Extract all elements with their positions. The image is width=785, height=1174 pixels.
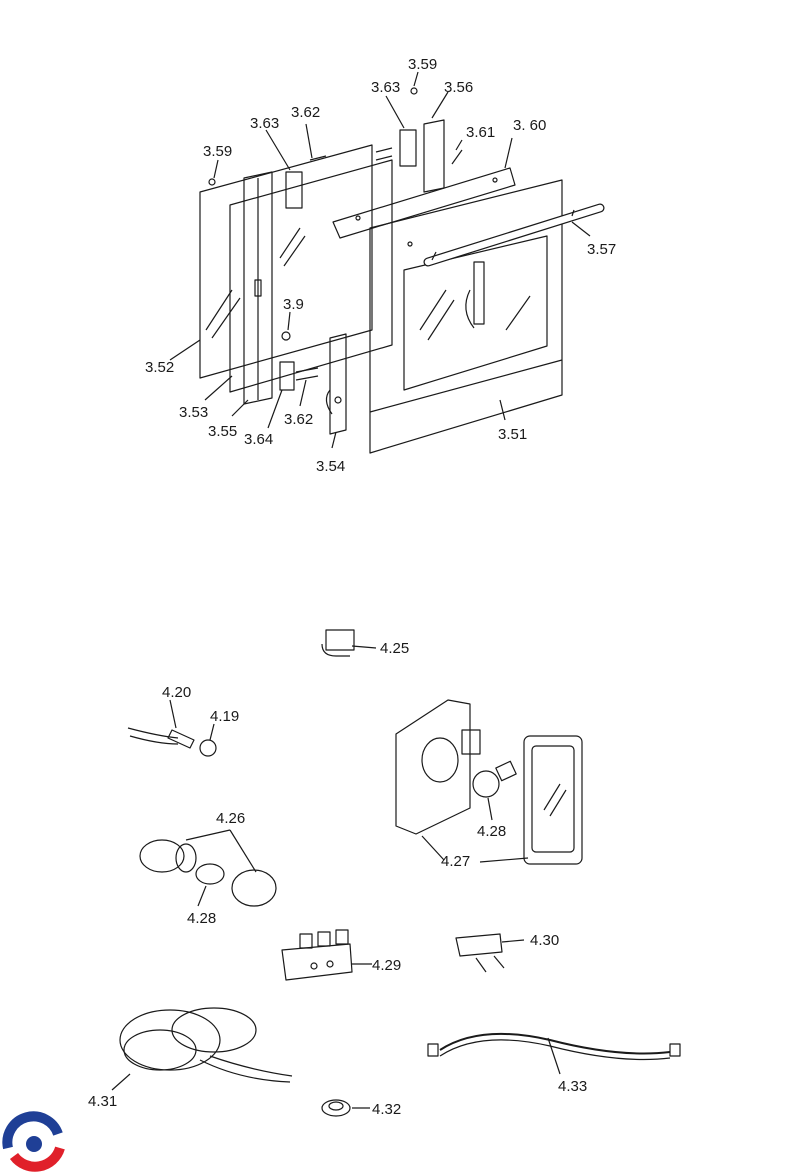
label-4-19: 4.19	[210, 708, 240, 725]
label-4-20: 4.20	[162, 684, 192, 701]
screw-3-9	[281, 331, 291, 341]
label-3-60: 3. 60	[513, 117, 547, 134]
screw-3-59-left	[208, 178, 216, 186]
part-4-26	[139, 829, 277, 907]
label-3-57: 3.57	[587, 241, 617, 258]
part-4-28-bulb	[472, 760, 517, 821]
back-glass-panel	[199, 144, 373, 379]
right-door-rail	[423, 119, 445, 193]
part-4-19	[199, 723, 217, 757]
part-4-29	[281, 929, 372, 981]
hinge-block-right	[399, 129, 417, 167]
label-3-55: 3.55	[208, 423, 238, 440]
screw-3-59-top	[410, 87, 418, 95]
door-hinge	[325, 333, 347, 435]
part-4-30	[455, 933, 525, 973]
label-3-62-top: 3.62	[291, 104, 321, 121]
label-4-31: 4.31	[88, 1093, 118, 1110]
part-4-32	[321, 1099, 370, 1117]
hinge-block-left	[285, 171, 303, 209]
label-4-27: 4.27	[441, 853, 471, 870]
label-3-59-left: 3.59	[203, 143, 233, 160]
label-3-9: 3.9	[283, 296, 304, 313]
label-3-63-left: 3.63	[250, 115, 280, 132]
label-3-59-top: 3.59	[408, 56, 438, 73]
screw-right	[375, 147, 393, 153]
part-4-31	[111, 1007, 293, 1091]
part-4-20	[127, 699, 195, 749]
label-3-61: 3.61	[466, 124, 496, 141]
part-4-25	[321, 629, 377, 657]
label-3-62-bottom: 3.62	[284, 411, 314, 428]
label-3-63-right: 3.63	[371, 79, 401, 96]
label-4-28-left: 4.28	[187, 910, 217, 927]
front-glass-door	[369, 179, 563, 454]
screw-right-2	[375, 155, 393, 161]
label-4-30: 4.30	[530, 932, 560, 949]
label-4-33: 4.33	[558, 1078, 588, 1095]
part-4-33	[427, 1032, 681, 1075]
label-4-32: 4.32	[372, 1101, 402, 1118]
hinge-block-bottom	[279, 361, 295, 391]
screw-top	[309, 155, 327, 161]
label-3-53: 3.53	[179, 404, 209, 421]
label-4-29: 4.29	[372, 957, 402, 974]
part-4-27	[395, 699, 583, 865]
label-3-64: 3.64	[244, 431, 274, 448]
label-4-28-right: 4.28	[477, 823, 507, 840]
left-door-rail	[243, 171, 273, 405]
brand-logo	[2, 1111, 65, 1172]
label-4-26: 4.26	[216, 810, 246, 827]
middle-glass-panel	[229, 159, 393, 393]
label-3-51: 3.51	[498, 426, 528, 443]
door-handle	[423, 203, 605, 267]
top-door-profile	[332, 167, 516, 239]
label-3-54: 3.54	[316, 458, 346, 475]
screw-3-61	[451, 149, 463, 165]
label-4-25: 4.25	[380, 640, 410, 657]
label-3-56: 3.56	[444, 79, 474, 96]
label-3-52: 3.52	[145, 359, 175, 376]
